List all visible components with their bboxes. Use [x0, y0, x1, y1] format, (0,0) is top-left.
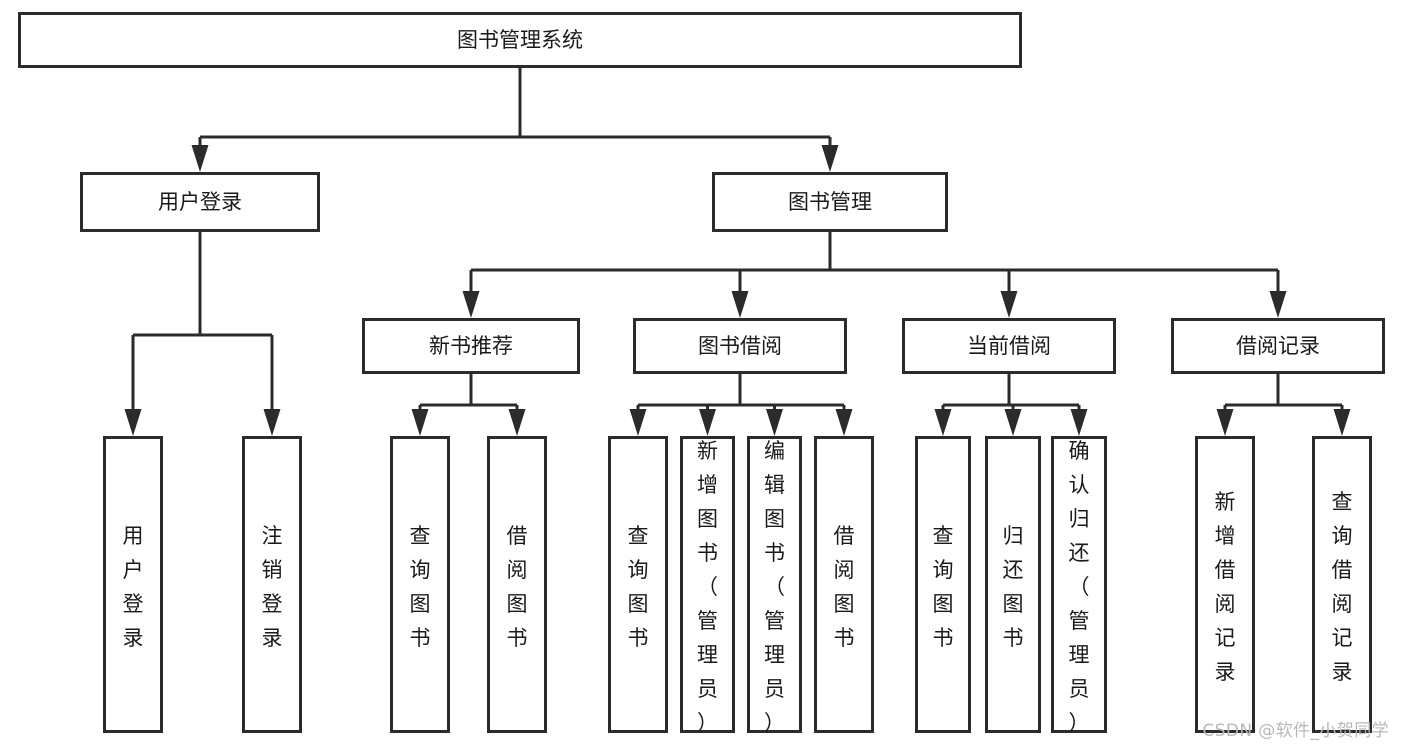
node-records-add[interactable]: 新增借阅记录 [1195, 436, 1255, 733]
node-box [814, 436, 874, 733]
arrow-head-icon [1070, 409, 1088, 436]
node-recommend-query-book[interactable]: 查询图书 [390, 436, 450, 733]
node-box [487, 436, 547, 733]
arrow-head-icon [934, 409, 952, 436]
node-root[interactable]: 图书管理系统 [18, 12, 1022, 68]
node-label: 新增图书（管理员） [697, 439, 718, 735]
node-label: 图书管理 [788, 190, 872, 214]
arrow-head-icon [835, 409, 853, 436]
node-label: 图书管理系统 [457, 28, 583, 52]
node-borrow-records[interactable]: 借阅记录 [1171, 318, 1385, 374]
node-box [712, 172, 948, 232]
node-label: 注销登录 [262, 524, 283, 650]
node-box [747, 436, 802, 733]
node-label: 查询图书 [628, 524, 649, 650]
node-box [915, 436, 971, 733]
arrow-head-icon [821, 145, 839, 172]
node-layer: 图书管理系统用户登录用户登录注销登录图书管理新书推荐查询图书借阅图书图书借阅查询… [18, 12, 1385, 736]
node-box [390, 436, 450, 733]
node-book-borrow[interactable]: 图书借阅 [633, 318, 847, 374]
node-box [680, 436, 735, 733]
node-box [1171, 318, 1385, 374]
node-label: 借阅记录 [1236, 334, 1320, 358]
node-current-return-book[interactable]: 归还图书 [985, 436, 1041, 733]
arrow-head-icon [699, 409, 716, 436]
node-label: 用户登录 [158, 190, 242, 214]
arrow-head-icon [124, 409, 142, 436]
node-box [1312, 436, 1372, 733]
node-box [633, 318, 847, 374]
node-label: 借阅图书 [834, 524, 855, 650]
node-label: 新书推荐 [429, 334, 513, 358]
node-current-confirm-return[interactable]: 确认归还（管理员） [1051, 436, 1107, 736]
node-label: 编辑图书（管理员） [764, 439, 785, 735]
arrow-head-icon [1000, 291, 1018, 318]
arrow-head-icon [629, 409, 647, 436]
node-current-query-book[interactable]: 查询图书 [915, 436, 971, 733]
arrow-head-icon [1333, 409, 1351, 436]
node-label: 确认归还（管理员） [1069, 439, 1090, 735]
node-label: 查询借阅记录 [1332, 490, 1353, 684]
node-label: 借阅图书 [507, 524, 528, 650]
node-box [1195, 436, 1255, 733]
arrow-head-icon [508, 409, 526, 436]
node-user-logout[interactable]: 注销登录 [242, 436, 302, 733]
node-box [902, 318, 1116, 374]
node-borrow-edit-book[interactable]: 编辑图书（管理员） [747, 436, 802, 736]
node-borrow-query-book[interactable]: 查询图书 [608, 436, 668, 733]
node-label: 归还图书 [1003, 524, 1024, 650]
node-box [985, 436, 1041, 733]
node-box [362, 318, 580, 374]
node-new-book-recommend[interactable]: 新书推荐 [362, 318, 580, 374]
node-box [103, 436, 163, 733]
node-label: 查询图书 [933, 524, 954, 650]
arrow-head-icon [191, 145, 209, 172]
node-records-query[interactable]: 查询借阅记录 [1312, 436, 1372, 733]
node-recommend-borrow-book[interactable]: 借阅图书 [487, 436, 547, 733]
node-current-borrow[interactable]: 当前借阅 [902, 318, 1116, 374]
node-box [1051, 436, 1107, 733]
node-book-manage[interactable]: 图书管理 [712, 172, 948, 232]
arrow-head-icon [263, 409, 281, 436]
arrow-head-icon [1269, 291, 1287, 318]
node-box [18, 12, 1022, 68]
arrow-head-icon [462, 291, 480, 318]
node-box [80, 172, 320, 232]
arrow-head-icon [766, 409, 783, 436]
arrow-head-icon [1004, 409, 1022, 436]
arrow-head-icon [1216, 409, 1234, 436]
node-borrow-add-book[interactable]: 新增图书（管理员） [680, 436, 735, 736]
node-user-login[interactable]: 用户登录 [80, 172, 320, 232]
node-label: 图书借阅 [698, 334, 782, 358]
connector-layer [124, 68, 1351, 436]
arrow-head-icon [731, 291, 749, 318]
node-label: 新增借阅记录 [1215, 490, 1236, 684]
node-label: 用户登录 [123, 524, 144, 650]
node-label: 查询图书 [410, 524, 431, 650]
node-user-login-do[interactable]: 用户登录 [103, 436, 163, 733]
node-borrow-borrow-book[interactable]: 借阅图书 [814, 436, 874, 733]
node-box [242, 436, 302, 733]
node-box [608, 436, 668, 733]
node-label: 当前借阅 [967, 334, 1051, 358]
arrow-head-icon [411, 409, 429, 436]
